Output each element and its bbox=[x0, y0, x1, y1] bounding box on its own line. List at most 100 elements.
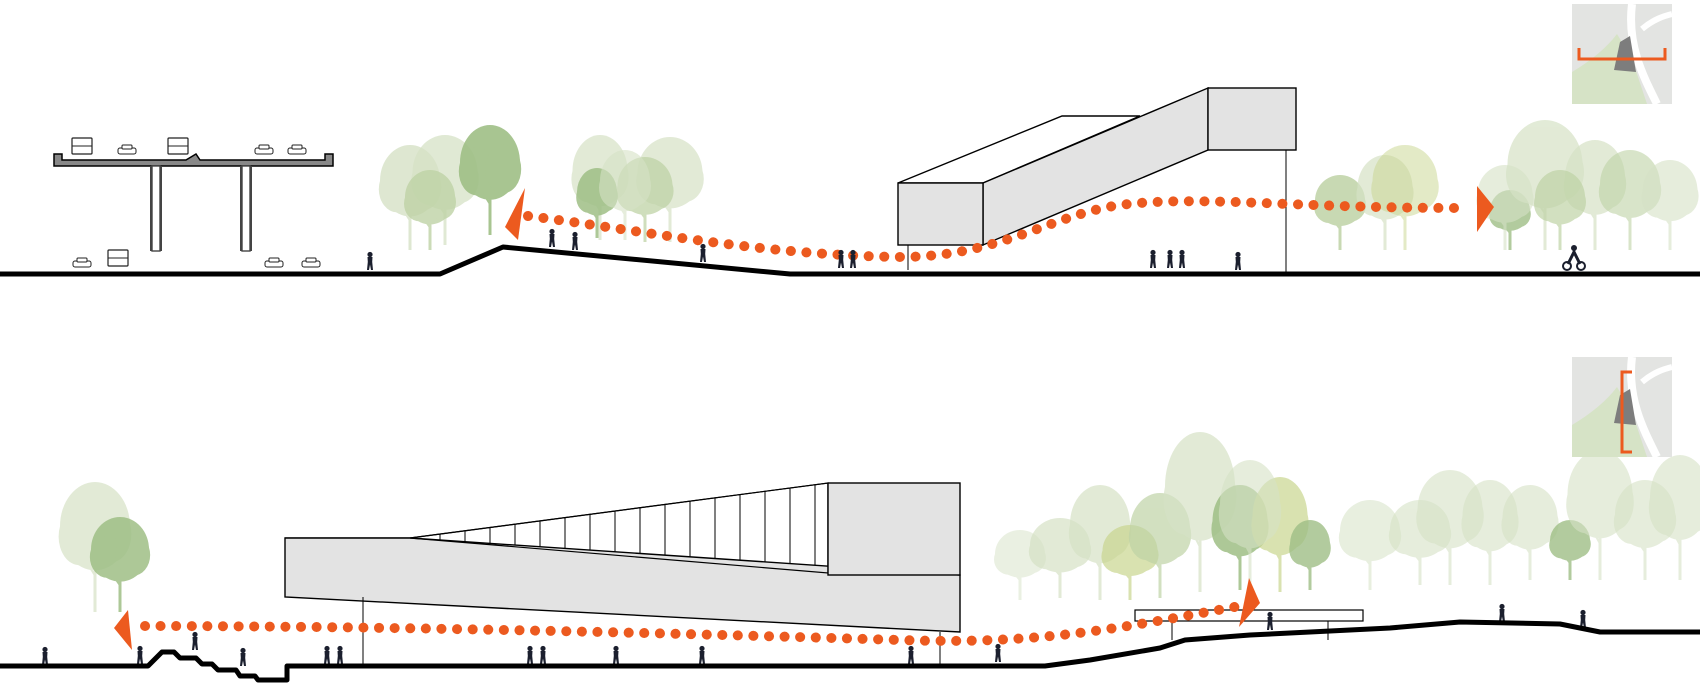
person-head bbox=[1167, 249, 1173, 256]
tree-trunk bbox=[1503, 214, 1507, 250]
car-cabin bbox=[268, 257, 280, 263]
person-body bbox=[700, 249, 706, 262]
person-body bbox=[549, 234, 555, 247]
tree-trunk bbox=[1668, 212, 1672, 250]
person-body bbox=[42, 652, 48, 665]
person-head bbox=[572, 231, 578, 238]
tree-trunk bbox=[1448, 536, 1452, 585]
tree-trunk bbox=[1338, 218, 1342, 250]
tree-crown-lobe bbox=[1534, 186, 1564, 222]
tree-trunk bbox=[1248, 535, 1252, 590]
tree-crown-lobe bbox=[1665, 176, 1699, 216]
tree-trunk bbox=[1558, 216, 1562, 250]
arrow-icon bbox=[1477, 186, 1494, 232]
person-head bbox=[527, 645, 533, 652]
tree-trunk bbox=[1543, 195, 1547, 250]
keyplan-building bbox=[1614, 36, 1636, 72]
keyplan-building bbox=[1614, 389, 1636, 425]
tree-crown-lobe bbox=[1641, 178, 1675, 218]
person-head bbox=[1499, 603, 1505, 610]
person-head bbox=[613, 645, 619, 652]
tree-trunk bbox=[1308, 560, 1312, 590]
person-body bbox=[838, 255, 844, 268]
person-icon bbox=[240, 647, 246, 666]
circulation-path-layer bbox=[114, 186, 1494, 650]
person-icon bbox=[1179, 249, 1185, 268]
highway-pier bbox=[160, 166, 162, 251]
tree-crown-lobe bbox=[1306, 532, 1331, 564]
tree-trunk bbox=[1058, 564, 1062, 598]
person-head bbox=[1179, 249, 1185, 256]
person-head bbox=[1267, 611, 1273, 618]
tree-trunk bbox=[623, 202, 627, 240]
tree-trunk bbox=[93, 557, 97, 612]
building-head bbox=[897, 182, 984, 246]
tree-crown-lobe bbox=[1338, 518, 1375, 558]
tree-crown-lobe bbox=[599, 168, 629, 208]
arrow-icon bbox=[1239, 578, 1260, 627]
tree-crown-lobe bbox=[458, 147, 495, 196]
person-icon bbox=[137, 645, 143, 664]
tree-trunk bbox=[1678, 527, 1682, 580]
rider bbox=[1566, 248, 1582, 265]
tree-crown-lobe bbox=[1371, 166, 1411, 213]
person-body bbox=[540, 651, 546, 664]
person-head bbox=[838, 249, 844, 256]
tree-icon bbox=[1128, 493, 1192, 598]
tree-trunk bbox=[1158, 553, 1162, 598]
tree-icon bbox=[404, 170, 456, 250]
person-head bbox=[699, 645, 705, 652]
tree-crown-lobe bbox=[1416, 493, 1456, 544]
tree-trunk bbox=[1278, 543, 1282, 592]
tree-crown-lobe bbox=[1613, 500, 1650, 544]
person-body bbox=[908, 651, 914, 664]
building-tail bbox=[1207, 87, 1297, 151]
tree-trunk bbox=[1198, 524, 1202, 592]
tree-icon bbox=[1534, 170, 1586, 250]
tree-trunk bbox=[1593, 203, 1597, 250]
person-body bbox=[192, 637, 198, 650]
keyplan-cut-marker bbox=[1577, 48, 1667, 61]
building-volume bbox=[827, 482, 961, 576]
tree-crown-lobe bbox=[1501, 504, 1535, 546]
tree-crown-lobe bbox=[1289, 534, 1314, 565]
tree-crown-lobe bbox=[485, 144, 522, 194]
car-cabin bbox=[305, 257, 317, 263]
cyclist-icon bbox=[1562, 245, 1586, 271]
ground-layer bbox=[0, 244, 1700, 683]
tree-crown-lobe bbox=[1675, 477, 1700, 533]
tree-icon bbox=[1501, 485, 1559, 580]
ground-profile-1 bbox=[0, 244, 1700, 277]
keyplan-park bbox=[1572, 34, 1647, 104]
person-body bbox=[1580, 615, 1586, 628]
tree-trunk bbox=[1568, 554, 1572, 580]
tree-icon bbox=[1289, 520, 1331, 590]
elevated-highway-deck bbox=[53, 152, 334, 167]
car-cabin bbox=[258, 144, 270, 150]
building-body bbox=[284, 537, 961, 633]
arrow-icon bbox=[114, 610, 132, 650]
tree-trunk bbox=[643, 206, 647, 242]
tree-icon bbox=[1648, 455, 1700, 580]
car-cabin bbox=[76, 257, 88, 263]
tree-crown-lobe bbox=[1500, 180, 1534, 218]
person-icon bbox=[699, 645, 705, 664]
tree-crown-lobe bbox=[1218, 485, 1255, 544]
structures-layer bbox=[53, 86, 1364, 665]
person-head bbox=[700, 243, 706, 250]
person-head bbox=[549, 228, 555, 235]
tree-icon bbox=[1218, 460, 1282, 590]
bike-wheel bbox=[1562, 261, 1572, 271]
person-head bbox=[850, 249, 856, 256]
person-icon bbox=[1580, 609, 1586, 628]
highway-pier bbox=[150, 166, 152, 251]
keyplan-road bbox=[1640, 11, 1673, 32]
keyplans-layer bbox=[1572, 3, 1673, 459]
key-plan-icon bbox=[1572, 356, 1673, 459]
person-body bbox=[1167, 255, 1173, 268]
trees-layer bbox=[58, 120, 1700, 612]
person-head bbox=[337, 645, 343, 652]
tree-crown-lobe bbox=[89, 536, 125, 578]
